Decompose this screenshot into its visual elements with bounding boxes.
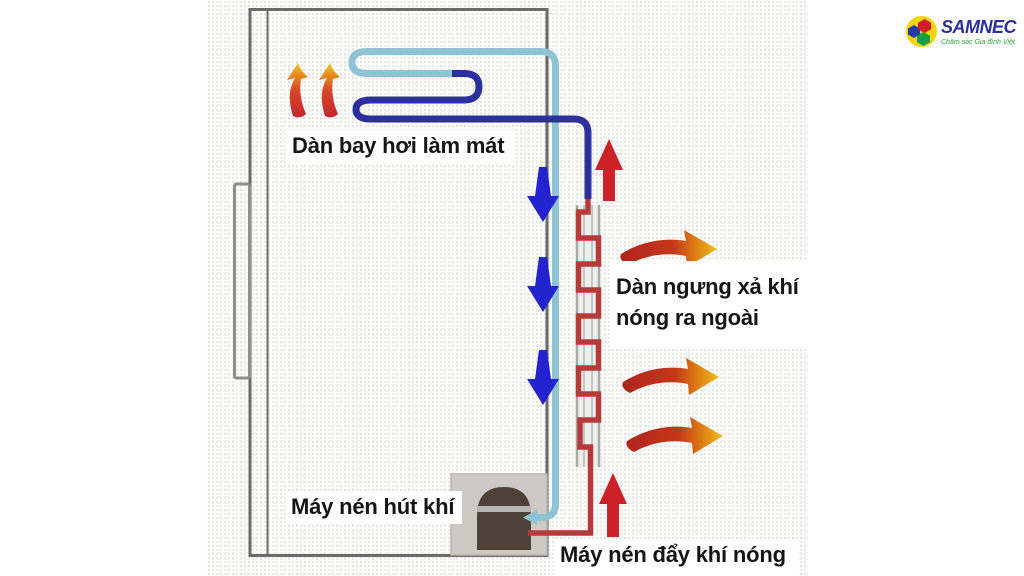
suction-pipe-arrowhead [523, 510, 537, 525]
warm-air-rise-arrow-icon [287, 63, 308, 118]
suction-pipe [348, 48, 559, 525]
door-handle [233, 182, 251, 380]
logo-hexagon-green-icon [917, 32, 930, 46]
label-condenser-line1: Dàn ngưng xả khí [616, 274, 799, 299]
label-condenser-line2: nóng ra ngoài [616, 305, 759, 330]
hot-air-out-arrow-icon [622, 358, 719, 395]
label-evaporator: Dàn bay hơi làm mát [286, 130, 515, 164]
hot-air-out-arrow-icon [626, 417, 723, 454]
hot-air-up-arrows [595, 139, 627, 537]
label-compressor-suction: Máy nén hút khí [287, 491, 463, 525]
evaporator-coil [352, 70, 592, 199]
warm-air-rise-arrows [287, 63, 340, 118]
compressor-dome-band [477, 506, 531, 512]
hot-air-up-arrow-icon [595, 139, 623, 201]
logo-hexagon-red-icon [918, 19, 931, 33]
label-condenser: Dàn ngưng xả khí nóng ra ngoài [610, 261, 814, 349]
samnec-tagline: Chăm sóc Gia đình Việt [941, 39, 1015, 46]
compressor-dome [477, 487, 531, 550]
label-compressor-discharge: Máy nén đẩy khí nóng [555, 539, 798, 576]
warm-air-rise-arrow-icon [319, 63, 340, 118]
samnec-logo: SAMNEC Chăm sóc Gia đình Việt [884, 8, 1024, 62]
hot-air-up-arrow-icon [599, 473, 627, 537]
condenser-coil [528, 199, 602, 536]
samnec-brand-text: SAMNEC [941, 17, 1017, 37]
logo-hexagon-blue-icon [908, 25, 920, 38]
samnec-logo-mark [906, 16, 937, 47]
compressor [450, 473, 548, 556]
suction-pipe-line [348, 48, 559, 521]
